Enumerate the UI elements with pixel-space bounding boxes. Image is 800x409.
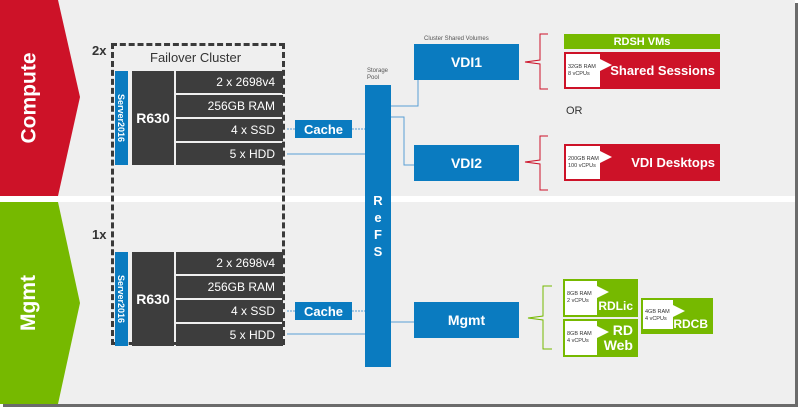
vdi1-brace	[524, 33, 548, 90]
vm-ram: 4GB RAM	[645, 309, 670, 315]
rdcb-label: RDCB	[673, 317, 708, 331]
os-label-bar: Server2016	[115, 71, 128, 165]
refs-letter: e	[374, 210, 382, 225]
refs-volume: R e F S	[365, 85, 391, 367]
spec-ram: 256GB RAM	[176, 95, 283, 117]
refs-letter: R	[373, 193, 383, 208]
vdi1-volume: VDI1	[414, 44, 519, 80]
server-model: R630	[132, 71, 174, 165]
or-label: OR	[566, 105, 583, 117]
rdsh-vms-header: RDSH VMs	[564, 34, 720, 49]
mgmt-brace	[527, 285, 552, 350]
vm-cpu: 100 vCPUs	[568, 163, 596, 169]
refs-to-vdi1-line	[391, 80, 419, 107]
mgmt-multiplier: 1x	[92, 227, 107, 242]
spec-hdd: 5 x HDD	[176, 143, 283, 165]
vm-cpu: 2 vCPUs	[567, 298, 589, 304]
spec-ram: 256GB RAM	[176, 276, 283, 298]
os-label-bar: Server2016	[115, 252, 128, 346]
vm-ram: 8GB RAM	[567, 331, 592, 337]
csv-caption: Cluster Shared Volumes	[424, 36, 489, 42]
vm-cpu: 4 vCPUs	[567, 338, 589, 344]
vm-cpu: 8 vCPUs	[568, 71, 590, 77]
spec-cpu: 2 x 2698v4	[176, 71, 283, 93]
section-divider	[0, 196, 795, 202]
rdlic-label: RDLic	[598, 299, 633, 313]
rdweb-label-line1: RD	[612, 322, 633, 338]
vdi2-brace	[524, 135, 548, 191]
refs-letter: F	[374, 227, 382, 242]
mgmt-volume: Mgmt	[414, 302, 519, 338]
spec-hdd: 5 x HDD	[176, 324, 283, 346]
vm-ram: 32GB RAM	[568, 64, 596, 70]
rdweb-label: RD Web	[597, 319, 638, 357]
vdi-desktops-label: VDI Desktops	[631, 155, 715, 170]
refs-to-vdi2-line	[391, 116, 414, 166]
vm-ram: 8GB RAM	[567, 291, 592, 297]
vm-cpu: 4 vCPUs	[645, 316, 667, 322]
refs-letter: S	[373, 244, 383, 259]
spec-ssd: 4 x SSD	[176, 300, 283, 322]
compute-multiplier: 2x	[92, 43, 107, 58]
vm-ram: 200GB RAM	[568, 156, 599, 162]
rdweb-label-line2: Web	[603, 337, 633, 353]
compute-server: Server2016 R630 2 x 2698v4 256GB RAM 4 x…	[115, 71, 285, 165]
storage-pool-label: Storage Pool	[367, 68, 389, 81]
spec-ssd: 4 x SSD	[176, 119, 283, 141]
spec-cpu: 2 x 2698v4	[176, 252, 283, 274]
cache-compute: Cache	[295, 120, 352, 138]
mgmt-server: Server2016 R630 2 x 2698v4 256GB RAM 4 x…	[115, 252, 285, 346]
vdi2-volume: VDI2	[414, 145, 519, 181]
shared-sessions-label: Shared Sessions	[610, 63, 715, 78]
cluster-title: Failover Cluster	[150, 50, 242, 65]
cache-mgmt: Cache	[295, 302, 352, 320]
server-model: R630	[132, 252, 174, 346]
